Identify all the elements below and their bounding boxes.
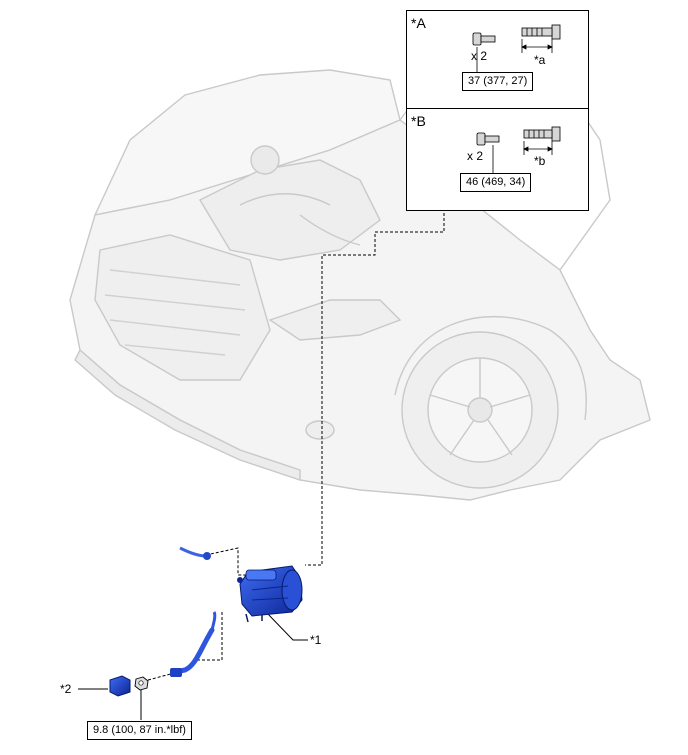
inset-a-qty: x 2 xyxy=(471,49,488,63)
inset-b-qty: x 2 xyxy=(467,149,484,163)
wire-harness-top xyxy=(179,546,211,560)
inset-a-torque: 37 (377, 27) xyxy=(462,72,534,91)
inset-b: *B x 2 *b 46 (469, 34) xyxy=(406,108,589,211)
part-2-bracket xyxy=(109,675,131,697)
inset-a-label: *A xyxy=(411,15,426,31)
bolt-side-icon xyxy=(521,24,561,40)
inset-a-drawing xyxy=(472,24,561,73)
inset-b-dim-label: *b xyxy=(534,154,546,168)
dimension-line-a xyxy=(521,39,553,53)
wire-harness-lower xyxy=(170,611,217,677)
inset-b-label: *B xyxy=(411,113,426,129)
dimension-line-b xyxy=(523,141,553,155)
main-torque: 9.8 (100, 87 in.*lbf) xyxy=(87,721,192,740)
inset-b-drawing xyxy=(476,126,561,173)
inset-a-dim-label: *a xyxy=(534,53,546,67)
inset-a: *A x 2 *a 37 (377, 27) xyxy=(406,10,589,110)
bolt-side-icon xyxy=(523,126,561,142)
nut-icon xyxy=(134,676,149,691)
starter-assembly xyxy=(237,565,303,623)
inset-b-torque: 46 (469, 34) xyxy=(460,173,532,192)
bolt-icon xyxy=(472,32,496,46)
callout-leaders xyxy=(78,611,308,720)
bolt-icon xyxy=(476,132,500,146)
callout-starter: *1 xyxy=(310,633,322,647)
callout-part-2: *2 xyxy=(60,682,72,696)
car-body xyxy=(69,59,651,501)
